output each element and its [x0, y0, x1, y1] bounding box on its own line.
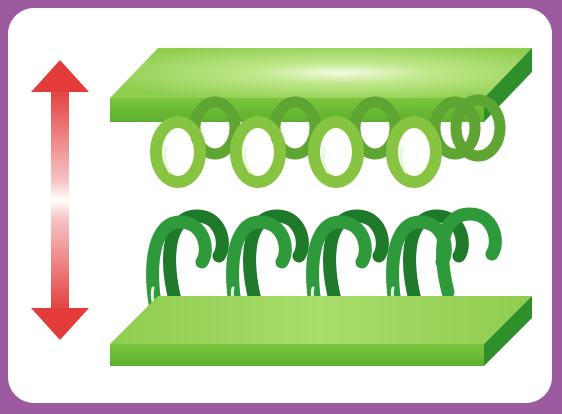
loop-back — [450, 94, 506, 162]
hooks-group — [146, 207, 502, 325]
hook-back — [243, 209, 309, 307]
loop — [150, 116, 206, 188]
loop — [230, 116, 286, 188]
loop-back — [429, 96, 481, 160]
double-headed-arrow-icon — [31, 60, 89, 340]
loop — [308, 116, 364, 188]
hook-back — [323, 209, 389, 307]
loop — [386, 116, 442, 188]
loops-group — [150, 94, 506, 188]
hook-tape-plate — [110, 296, 532, 366]
hook — [436, 207, 502, 299]
hook-back — [403, 209, 469, 307]
hook-back — [163, 209, 229, 307]
